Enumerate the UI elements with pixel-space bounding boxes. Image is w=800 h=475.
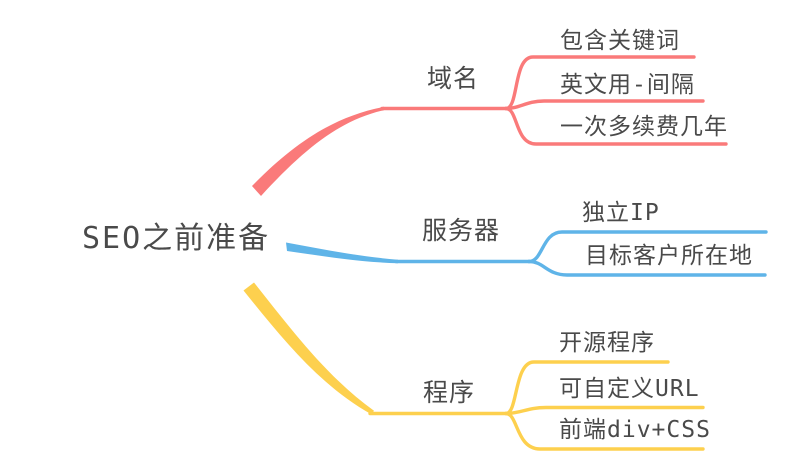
subtopic-domain-renew-years[interactable]: 一次多续费几年: [560, 114, 728, 140]
branch-program-taper-line: [243, 282, 374, 415]
branch-topic-program[interactable]: 程序: [423, 378, 476, 407]
branch-program-child1-line: [504, 360, 670, 416]
subtopic-program-custom-url[interactable]: 可自定义URL: [559, 376, 700, 402]
subtopic-program-open-source[interactable]: 开源程序: [559, 330, 655, 356]
branch-topic-domain[interactable]: 域名: [427, 64, 480, 93]
branch-program-child3-line: [504, 411, 705, 451]
subtopic-domain-english-hyphen[interactable]: 英文用-间隔: [560, 72, 695, 98]
branch-topic-server[interactable]: 服务器: [422, 216, 501, 245]
root-topic[interactable]: SEO之前准备: [82, 221, 271, 256]
branch-domain-child1-line: [504, 55, 696, 111]
subtopic-domain-contains-keywords[interactable]: 包含关键词: [560, 28, 680, 54]
subtopic-program-frontend-div-css[interactable]: 前端div+CSS: [559, 417, 711, 443]
subtopic-server-target-location[interactable]: 目标客户所在地: [585, 243, 753, 269]
branch-server-taper-line: [286, 242, 398, 264]
branch-domain-child3-line: [504, 106, 728, 146]
branch-domain-taper-line: [252, 106, 384, 196]
branch-domain-child2-line: [504, 99, 705, 111]
branch-server-child2-line: [527, 259, 767, 277]
subtopic-server-dedicated-ip[interactable]: 独立IP: [582, 200, 660, 226]
branch-program-child2-line: [504, 405, 705, 416]
